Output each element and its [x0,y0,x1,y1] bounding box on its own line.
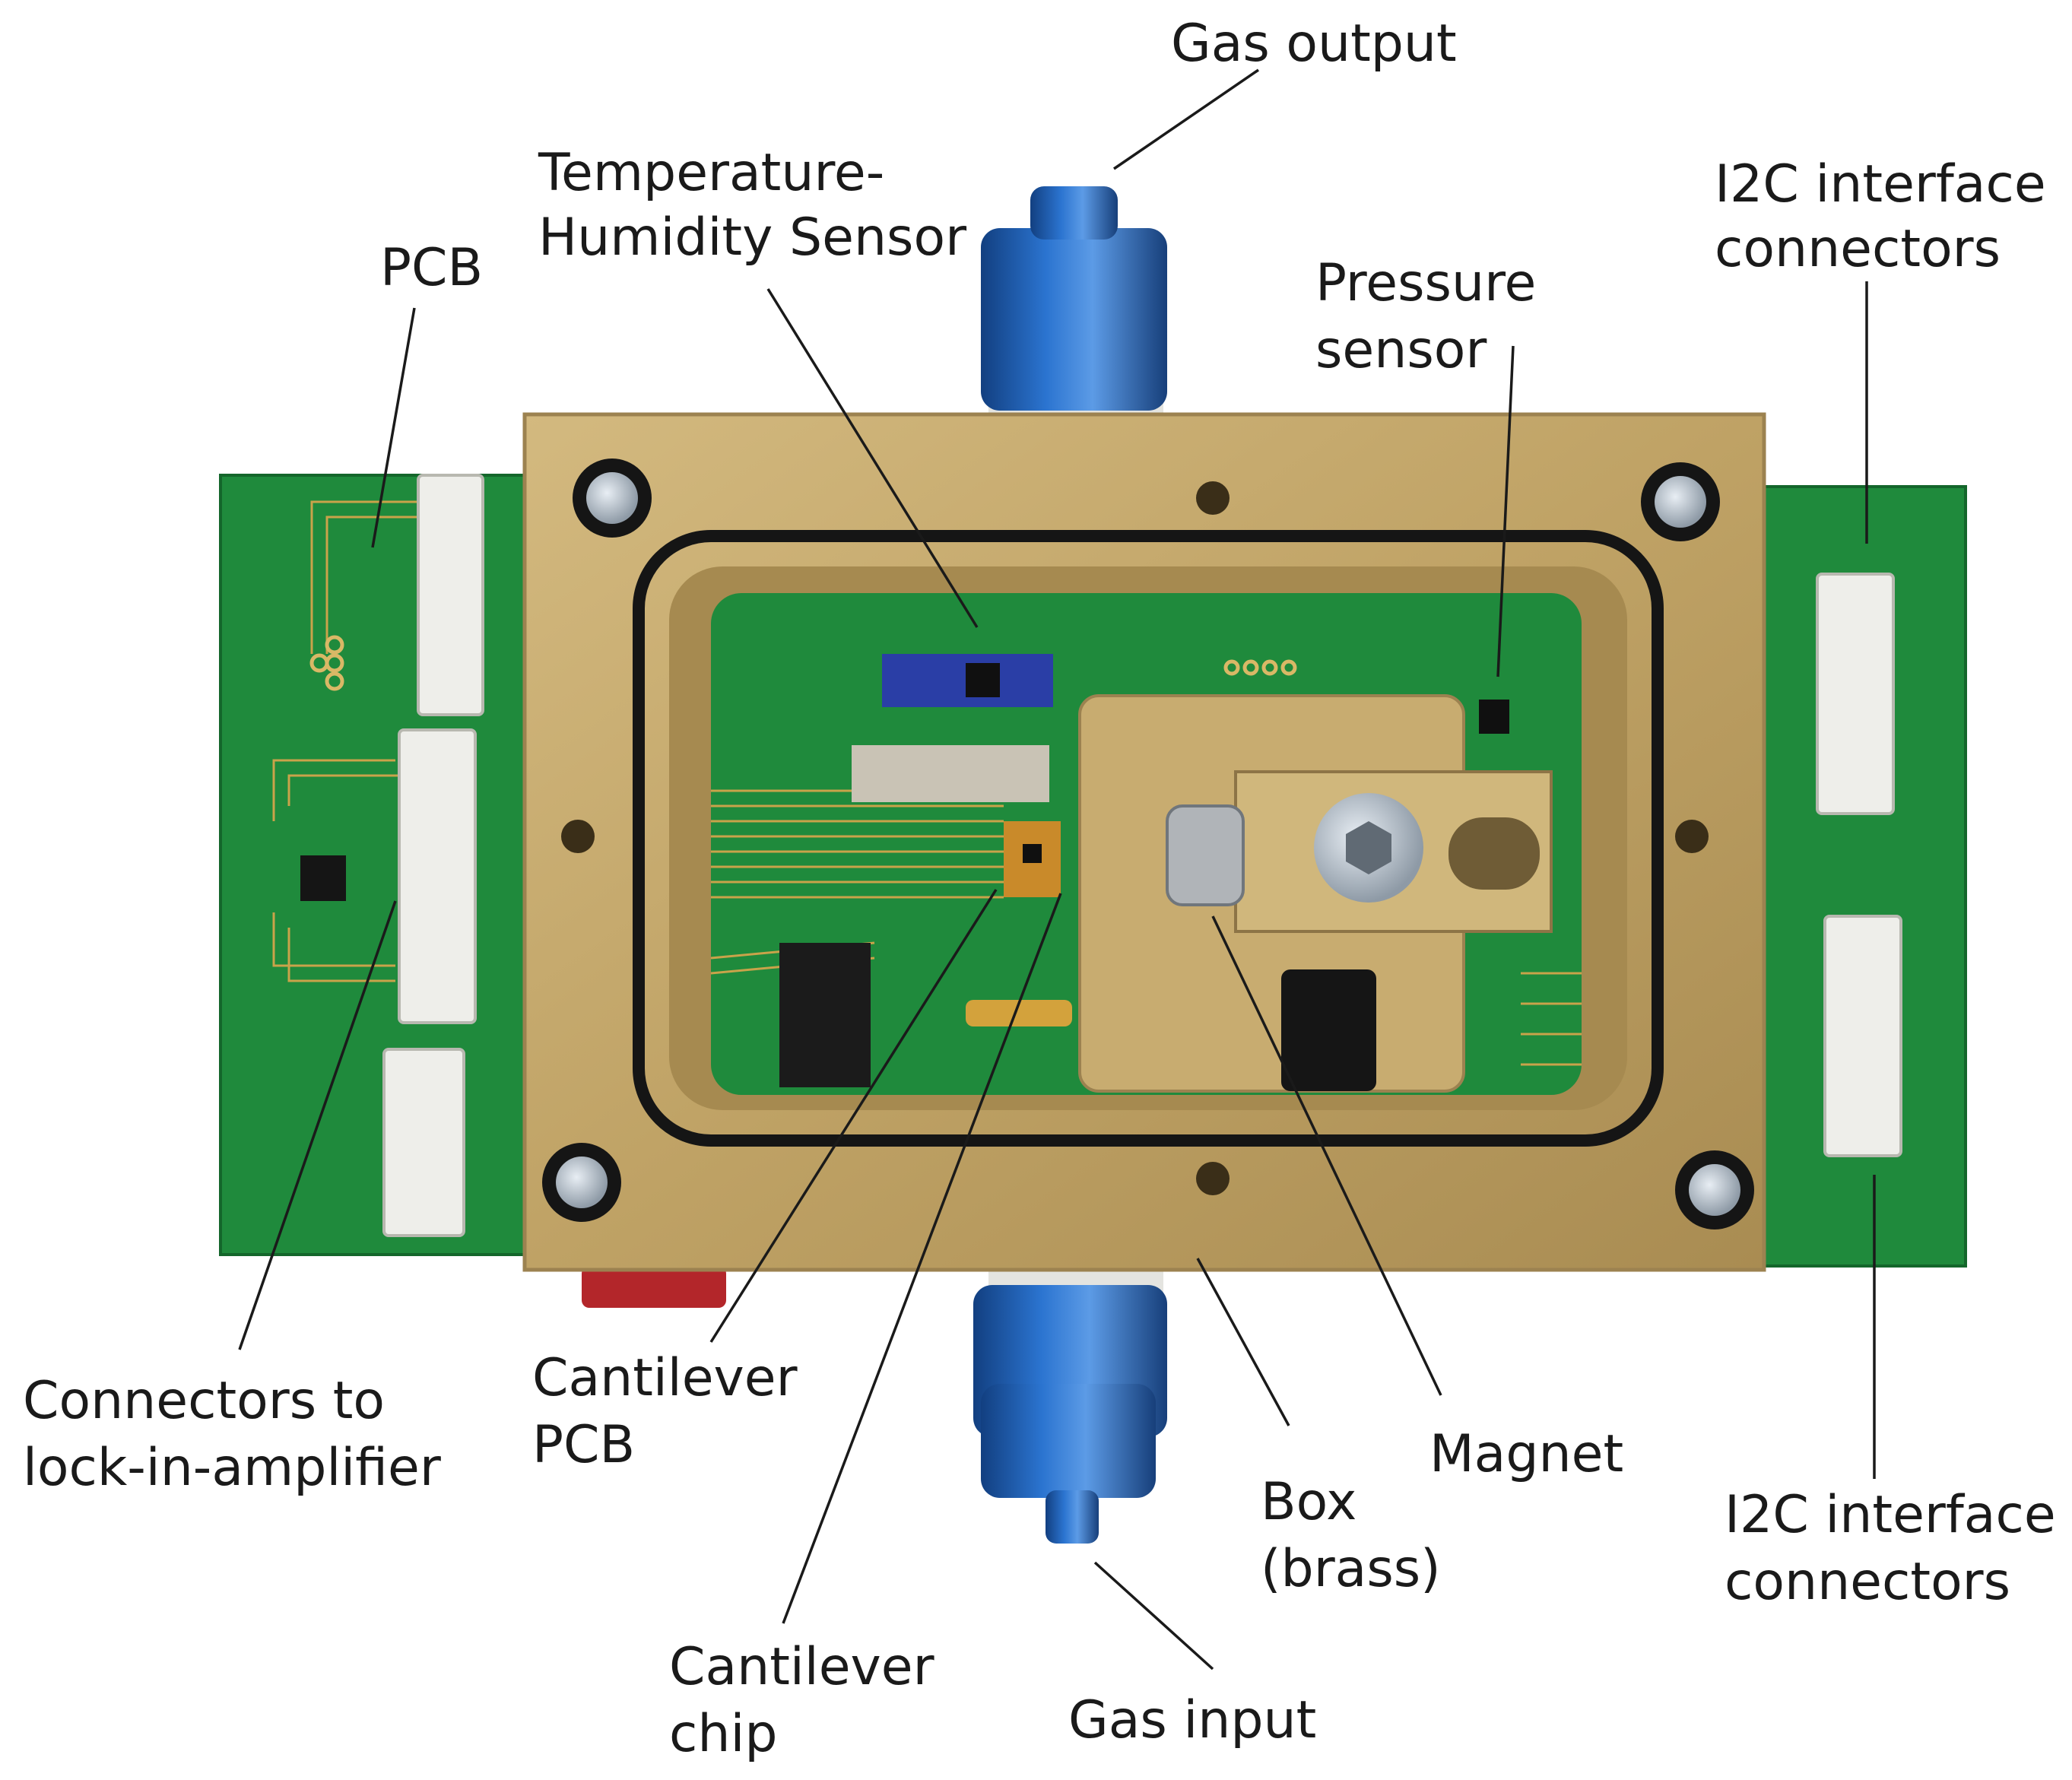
inner-pads [1223,659,1297,676]
label-pcb: PCB [380,238,483,298]
pcb-pad [325,635,344,655]
leader-lines [238,68,1876,1671]
leader-cantilever-chip [782,893,1062,1624]
leader-gas-input [1093,1561,1214,1671]
lock-in-connector-top [417,474,484,716]
label-cantilever-chip: Cantilever chip [669,1637,950,1764]
box-holes [561,481,1709,1195]
label-i2c-interface-connectors-top: I2C interface connectors [1715,154,2062,279]
i2c-connector-top [1816,573,1895,815]
left-pcb [219,474,541,1256]
pcb-pad [309,653,329,673]
leader-gas-output [1113,68,1259,170]
cantilever-holder [852,745,1049,802]
i2c-connector-bottom [1823,915,1902,1157]
device-photo [219,186,1967,1544]
leader-box-brass [1196,1258,1290,1426]
inner-black-connector [779,943,871,1087]
label-magnet: Magnet [1429,1424,1623,1484]
label-gas-output: Gas output [1171,14,1457,74]
magnet-slot [1448,817,1540,890]
leader-pressure-sensor [1496,345,1515,677]
leader-lock-in [238,900,397,1350]
leader-pcb [371,307,416,548]
pcb-pad [325,671,344,691]
label-pressure-sensor: Pressure sensor [1315,253,1553,380]
label-gas-input: Gas input [1068,1690,1316,1750]
hex-socket [1346,821,1391,874]
leader-temperature-humidity [766,288,979,628]
leader-cantilever-pcb [709,889,998,1343]
callout-labels: Gas output Temperature- Humidity Sensor … [23,14,2072,1764]
temp-humidity-sensor-chip [966,663,1000,697]
cantilever-chip-part [1023,844,1042,863]
pressure-sensor-chip [1479,700,1509,734]
label-connectors-lock-in-amplifier: Connectors to lock-in-amplifier [23,1371,441,1498]
label-box-brass: Box (brass) [1261,1472,1441,1599]
box-screws [542,458,1754,1230]
inner-small-component [966,1000,1072,1026]
red-part [582,1266,726,1308]
left-pcb-ic [300,855,346,901]
gas-output-fitting [981,186,1167,418]
magnet-cylinder [1166,804,1245,906]
label-cantilever-pcb: Cantilever PCB [532,1348,814,1475]
o-ring-gasket [633,530,1664,1147]
lock-in-connector-mid [398,728,477,1024]
pressure-component [1281,969,1376,1091]
label-i2c-interface-connectors-bottom: I2C interface connectors [1725,1485,2072,1612]
leader-magnet [1211,915,1442,1396]
label-temperature-humidity-sensor: Temperature- Humidity Sensor [538,143,966,268]
lock-in-connector-bottom [382,1048,465,1237]
inner-traces [710,789,1582,1066]
gas-input-fitting [973,1258,1167,1544]
